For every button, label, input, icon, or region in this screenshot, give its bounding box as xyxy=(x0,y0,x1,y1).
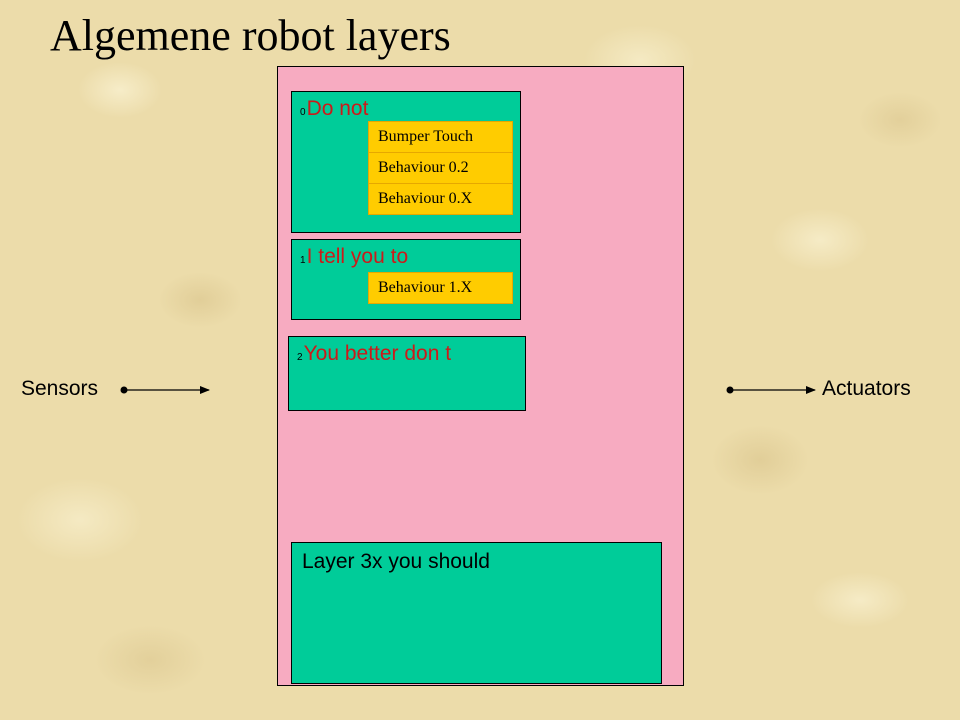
layer-0-number: 0 xyxy=(300,107,306,118)
behaviour-0-x: Behaviour 0.X xyxy=(368,183,513,215)
layer-0-box: 0Do not Bumper Touch Behaviour 0.2 Behav… xyxy=(291,91,521,233)
actuators-label: Actuators xyxy=(822,377,911,400)
layer-0-behaviours: Bumper Touch Behaviour 0.2 Behaviour 0.X xyxy=(368,121,513,215)
layer-1-behaviours: Behaviour 1.X xyxy=(368,272,513,304)
sensors-arrow xyxy=(120,386,210,394)
layer-2-label: 2You better don t xyxy=(297,342,451,365)
layer-1-title: I tell you to xyxy=(306,245,409,268)
behaviour-1-x: Behaviour 1.X xyxy=(368,272,513,304)
layer-1-number: 1 xyxy=(300,255,306,266)
layer-0-label: 0Do not xyxy=(300,97,368,120)
layer-0-title: Do not xyxy=(306,97,369,120)
layer-1-box: 1I tell you to Behaviour 1.X xyxy=(291,239,521,320)
layer-2-box: 2You better don t xyxy=(288,336,526,411)
layer-2-title: You better don t xyxy=(303,342,452,365)
sensors-label: Sensors xyxy=(21,377,99,400)
layer-3-label: Layer 3x you should xyxy=(302,550,490,573)
behaviour-0-2: Behaviour 0.2 xyxy=(368,152,513,184)
layer-2-number: 2 xyxy=(297,352,303,363)
slide-title: Algemene robot layers xyxy=(50,11,451,60)
layer-3-box: Layer 3x you should xyxy=(291,542,662,684)
actuators-arrow xyxy=(726,386,816,394)
layer-1-label: 1I tell you to xyxy=(300,245,408,268)
